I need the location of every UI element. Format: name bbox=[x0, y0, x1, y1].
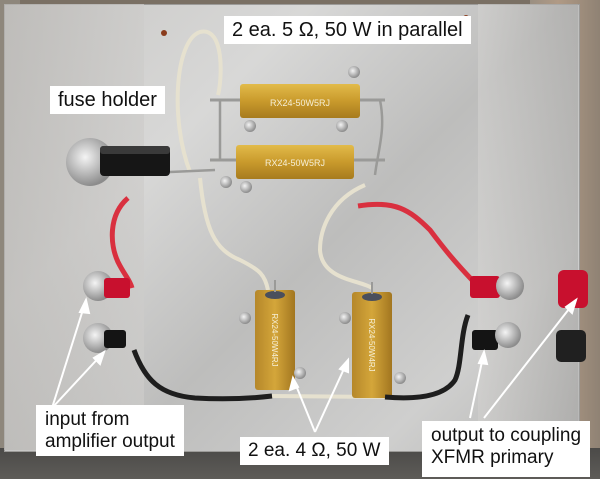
resistor-top-1-marking: RX24-50W5RJ bbox=[270, 98, 330, 108]
label-output: output to coupling XFMR primary bbox=[422, 421, 591, 477]
red-wire-right bbox=[357, 201, 474, 282]
resistor-bottom-2 bbox=[339, 282, 406, 398]
arrowhead bbox=[78, 297, 91, 315]
arrow-resistor-2 bbox=[314, 359, 349, 433]
input-terminal-black bbox=[83, 323, 126, 353]
label-output-line1: output to coupling bbox=[431, 425, 582, 446]
white-wire-loop bbox=[175, 29, 223, 173]
label-input: input from amplifier output bbox=[36, 405, 184, 456]
label-top-resistors: 2 ea. 5 Ω, 50 W in parallel bbox=[224, 16, 471, 44]
fuse-holder bbox=[66, 138, 170, 186]
arrow-output-red bbox=[483, 299, 577, 419]
label-output-line2: XFMR primary bbox=[431, 447, 554, 468]
panel-fold-right bbox=[478, 4, 578, 450]
label-bottom-resistors: 2 ea. 4 Ω, 50 W bbox=[240, 437, 389, 465]
panel-fold-left bbox=[4, 4, 144, 450]
arrowhead bbox=[92, 349, 106, 366]
label-input-line1: input from bbox=[45, 409, 130, 430]
white-wire-right bbox=[317, 183, 374, 290]
resistor-bottom-1-marking: RX24-50W4RJ bbox=[270, 313, 279, 366]
red-wire-left bbox=[109, 196, 135, 289]
white-wire-left bbox=[198, 177, 270, 291]
mount-hole bbox=[161, 30, 167, 36]
annotation-arrows bbox=[51, 297, 578, 433]
fuse-lead bbox=[169, 168, 216, 174]
bus-wire bbox=[218, 99, 384, 176]
resistor-bottom-1 bbox=[239, 280, 306, 390]
output-terminal-red bbox=[470, 272, 524, 300]
coupling-xfmr-knob-black bbox=[556, 330, 586, 362]
coupling-xfmr-knob-red bbox=[558, 270, 588, 308]
arrow-input-red bbox=[51, 299, 87, 409]
input-terminal-red bbox=[83, 271, 130, 301]
black-wire-left bbox=[131, 349, 273, 402]
label-input-line2: amplifier output bbox=[45, 431, 175, 452]
output-terminal-black bbox=[472, 322, 521, 350]
black-wire-right bbox=[384, 314, 471, 401]
arrowhead bbox=[338, 357, 349, 374]
arrowhead bbox=[288, 375, 300, 392]
resistor-top-1 bbox=[240, 66, 360, 132]
arrow-input-black bbox=[51, 351, 105, 409]
label-fuse-holder: fuse holder bbox=[50, 86, 165, 114]
arrowhead bbox=[564, 297, 578, 315]
resistor-top-2-marking: RX24-50W5RJ bbox=[265, 158, 325, 168]
resistor-bottom-2-marking: RX24-50W4RJ bbox=[367, 318, 376, 371]
resistor-top-2 bbox=[220, 145, 354, 193]
arrowhead bbox=[477, 348, 489, 366]
